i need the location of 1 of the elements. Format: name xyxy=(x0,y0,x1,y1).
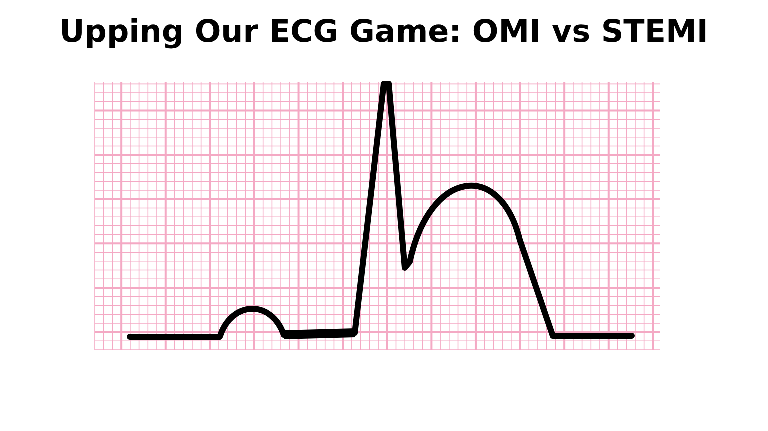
title: Upping Our ECG Game: OMI vs STEMI xyxy=(60,14,708,50)
